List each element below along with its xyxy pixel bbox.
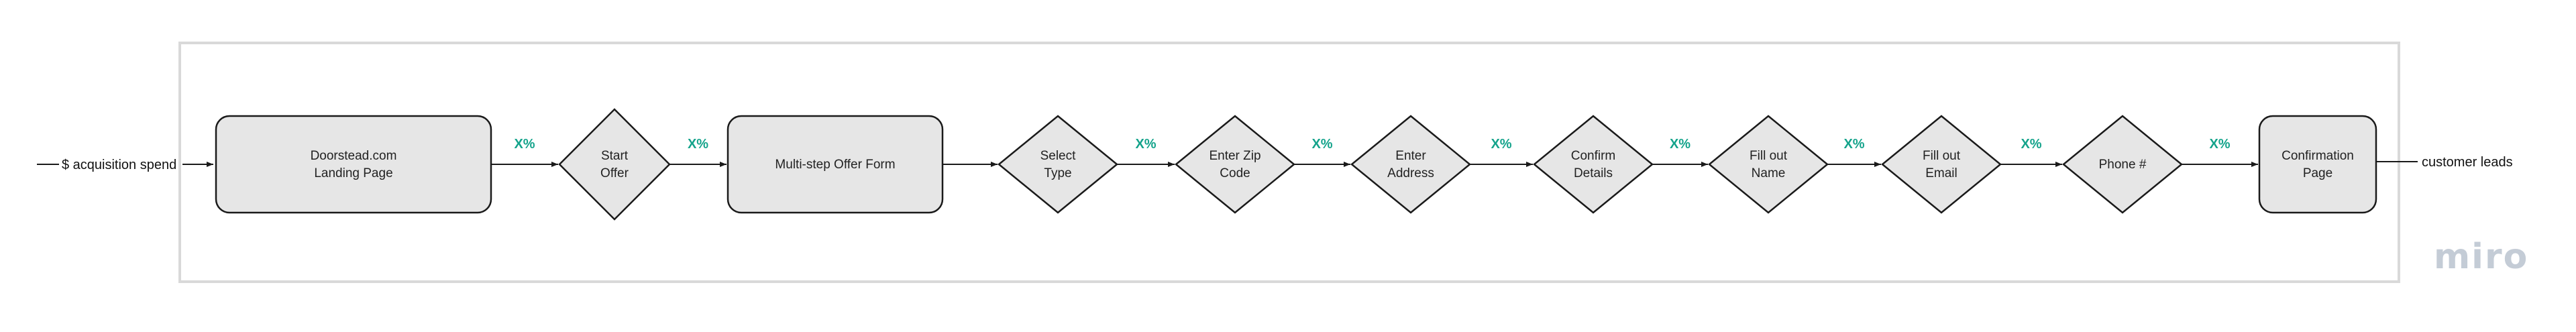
- process-box: [215, 115, 492, 214]
- node-phone: Phone #: [2062, 115, 2183, 214]
- conversion-rate-label: X%: [1670, 137, 1690, 152]
- output-label: customer leads: [2422, 155, 2513, 170]
- node-offer-form: Multi-step Offer Form: [727, 115, 944, 214]
- decision-diamond: [558, 108, 671, 221]
- node-label-line: Code: [1220, 166, 1250, 180]
- node-label-line: Multi-step Offer Form: [775, 158, 895, 172]
- node-label-line: Details: [1574, 166, 1613, 180]
- node-label-line: Address: [1387, 166, 1434, 180]
- node-label-line: Name: [1752, 166, 1786, 180]
- decision-diamond: [1708, 115, 1829, 214]
- edges-layer: X% X% X% X% X% X% X% X% X%: [491, 137, 2258, 167]
- node-label-line: Landing Page: [314, 166, 392, 180]
- node-label-line: Doorstead.com: [311, 149, 397, 163]
- decision-diamond: [998, 115, 1118, 214]
- node-label-line: Email: [1925, 166, 1957, 180]
- node-label-line: Confirmation: [2282, 149, 2354, 163]
- decision-diamond: [1350, 115, 1471, 214]
- conversion-rate-label: X%: [1843, 137, 1864, 152]
- node-label-line: Type: [1044, 166, 1071, 180]
- decision-diamond: [1533, 115, 1654, 214]
- input-label: $ acquisition spend: [62, 158, 176, 172]
- decision-diamond: [1175, 115, 1295, 214]
- node-label-line: Select: [1040, 149, 1077, 163]
- decision-diamond: [1881, 115, 2002, 214]
- conversion-rate-label: X%: [1135, 137, 1156, 152]
- node-label-line: Start: [601, 149, 629, 163]
- decision-diamond: [2062, 115, 2183, 214]
- node-label-line: Phone #: [2099, 158, 2147, 172]
- node-label-line: Enter: [1395, 149, 1426, 163]
- conversion-rate-label: X%: [514, 137, 535, 152]
- node-label-line: Confirm: [1571, 149, 1616, 163]
- node-label-line: Fill out: [1923, 149, 1961, 163]
- node-label-line: Page: [2303, 166, 2332, 180]
- node-label-line: Enter Zip: [1209, 149, 1260, 163]
- process-box: [2258, 115, 2377, 214]
- process-box: [727, 115, 944, 214]
- node-label-line: Offer: [600, 166, 629, 180]
- conversion-rate-label: X%: [688, 137, 708, 152]
- conversion-rate-label: X%: [1311, 137, 1332, 152]
- conversion-rate-label: X%: [1491, 137, 1511, 152]
- conversion-rate-label: X%: [2209, 137, 2230, 152]
- miro-watermark: miro: [2434, 237, 2528, 277]
- conversion-rate-label: X%: [2021, 137, 2041, 152]
- node-label-line: Fill out: [1750, 149, 1788, 163]
